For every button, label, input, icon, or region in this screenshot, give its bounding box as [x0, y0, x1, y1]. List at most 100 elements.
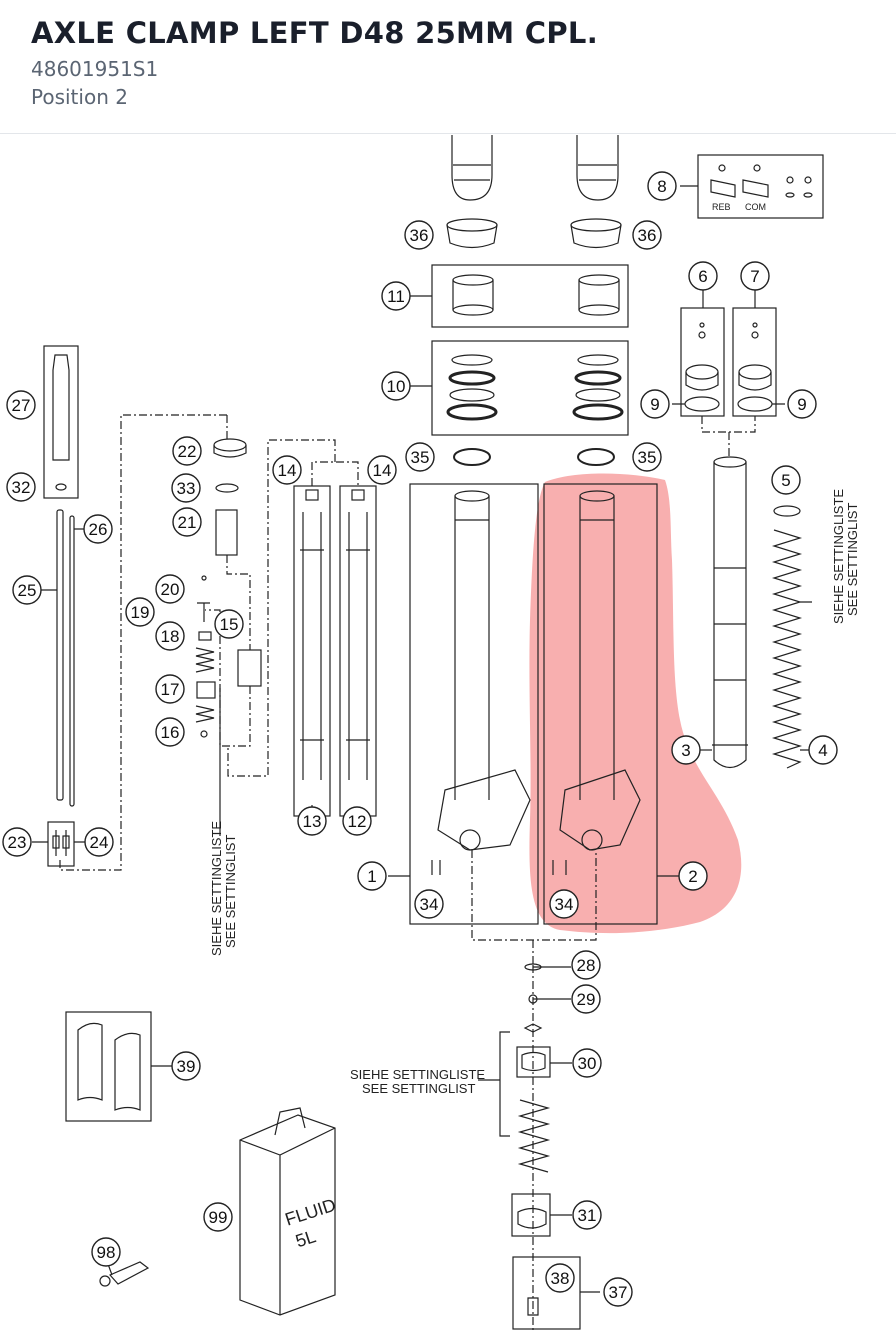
callout-36[interactable]: 36 — [632, 220, 662, 250]
callout-circle[interactable] — [6, 390, 36, 420]
callout-circle[interactable] — [571, 984, 601, 1014]
callout-38[interactable]: 38 — [545, 1263, 575, 1293]
callout-1[interactable]: 1 — [357, 861, 387, 891]
callout-circle[interactable] — [203, 1202, 233, 1232]
callout-32[interactable]: 32 — [6, 472, 36, 502]
callout-37[interactable]: 37 — [603, 1277, 633, 1307]
callout-circle[interactable] — [171, 1051, 201, 1081]
callout-circle[interactable] — [671, 735, 701, 765]
callout-circle[interactable] — [381, 281, 411, 311]
callout-17[interactable]: 17 — [155, 674, 185, 704]
callout-circle[interactable] — [171, 473, 201, 503]
callout-circle[interactable] — [632, 220, 662, 250]
callout-circle[interactable] — [367, 455, 397, 485]
callout-circle[interactable] — [272, 455, 302, 485]
callout-circle[interactable] — [787, 389, 817, 419]
callout-number: 21 — [178, 513, 197, 532]
callout-29[interactable]: 29 — [571, 984, 601, 1014]
callout-36[interactable]: 36 — [404, 220, 434, 250]
callout-13[interactable]: 13 — [297, 806, 327, 836]
callout-23[interactable]: 23 — [2, 827, 32, 857]
callout-39[interactable]: 39 — [171, 1051, 201, 1081]
callout-circle[interactable] — [688, 261, 718, 291]
callout-circle[interactable] — [572, 1048, 602, 1078]
callout-circle[interactable] — [678, 861, 708, 891]
callout-3[interactable]: 3 — [671, 735, 701, 765]
callout-circle[interactable] — [155, 574, 185, 604]
callout-11[interactable]: 11 — [381, 281, 411, 311]
callout-circle[interactable] — [405, 442, 435, 472]
callout-circle[interactable] — [740, 261, 770, 291]
callout-circle[interactable] — [2, 827, 32, 857]
callout-circle[interactable] — [155, 717, 185, 747]
callout-15[interactable]: 15 — [214, 609, 244, 639]
callout-circle[interactable] — [545, 1263, 575, 1293]
fluid-label-1: FLUID — [283, 1195, 339, 1230]
callout-circle[interactable] — [125, 597, 155, 627]
callout-circle[interactable] — [549, 889, 579, 919]
callout-18[interactable]: 18 — [155, 621, 185, 651]
callout-circle[interactable] — [808, 735, 838, 765]
callout-circle[interactable] — [414, 889, 444, 919]
callout-circle[interactable] — [571, 950, 601, 980]
callout-14[interactable]: 14 — [367, 455, 397, 485]
callout-circle[interactable] — [632, 442, 662, 472]
callout-number: 39 — [177, 1057, 196, 1076]
callout-circle[interactable] — [381, 371, 411, 401]
callout-2[interactable]: 2 — [678, 861, 708, 891]
callout-circle[interactable] — [603, 1277, 633, 1307]
callout-7[interactable]: 7 — [740, 261, 770, 291]
callout-4[interactable]: 4 — [808, 735, 838, 765]
callout-circle[interactable] — [172, 507, 202, 537]
callout-circle[interactable] — [342, 806, 372, 836]
part-1-fork-leg-left — [388, 483, 539, 925]
callout-98[interactable]: 98 — [91, 1237, 121, 1267]
callout-circle[interactable] — [771, 465, 801, 495]
callout-circle[interactable] — [640, 389, 670, 419]
lower-valve-stack — [478, 963, 600, 1330]
callout-circle[interactable] — [214, 609, 244, 639]
callout-circle[interactable] — [357, 861, 387, 891]
callout-circle[interactable] — [155, 674, 185, 704]
callout-14[interactable]: 14 — [272, 455, 302, 485]
callout-35[interactable]: 35 — [405, 442, 435, 472]
callout-circle[interactable] — [155, 621, 185, 651]
callout-31[interactable]: 31 — [572, 1200, 602, 1230]
callout-22[interactable]: 22 — [172, 436, 202, 466]
callout-33[interactable]: 33 — [171, 473, 201, 503]
callout-6[interactable]: 6 — [688, 261, 718, 291]
callout-circle[interactable] — [647, 171, 677, 201]
callout-5[interactable]: 5 — [771, 465, 801, 495]
callout-9[interactable]: 9 — [640, 389, 670, 419]
callout-34[interactable]: 34 — [549, 889, 579, 919]
callout-circle[interactable] — [572, 1200, 602, 1230]
callout-27[interactable]: 27 — [6, 390, 36, 420]
callout-26[interactable]: 26 — [83, 514, 113, 544]
callout-30[interactable]: 30 — [572, 1048, 602, 1078]
part-3-cartridge — [700, 456, 748, 769]
callout-34[interactable]: 34 — [414, 889, 444, 919]
callout-28[interactable]: 28 — [571, 950, 601, 980]
callout-circle[interactable] — [84, 827, 114, 857]
callout-circle[interactable] — [12, 575, 42, 605]
callout-10[interactable]: 10 — [381, 371, 411, 401]
callout-20[interactable]: 20 — [155, 574, 185, 604]
callout-99[interactable]: 99 — [203, 1202, 233, 1232]
callout-35[interactable]: 35 — [632, 442, 662, 472]
callout-circle[interactable] — [91, 1237, 121, 1267]
callout-12[interactable]: 12 — [342, 806, 372, 836]
callout-19[interactable]: 19 — [125, 597, 155, 627]
callout-16[interactable]: 16 — [155, 717, 185, 747]
callout-9[interactable]: 9 — [787, 389, 817, 419]
callout-number: 27 — [12, 396, 31, 415]
callout-number: 25 — [18, 581, 37, 600]
callout-21[interactable]: 21 — [172, 507, 202, 537]
callout-circle[interactable] — [404, 220, 434, 250]
callout-circle[interactable] — [83, 514, 113, 544]
callout-circle[interactable] — [6, 472, 36, 502]
callout-circle[interactable] — [297, 806, 327, 836]
callout-24[interactable]: 24 — [84, 827, 114, 857]
callout-25[interactable]: 25 — [12, 575, 42, 605]
callout-8[interactable]: 8 — [647, 171, 677, 201]
callout-circle[interactable] — [172, 436, 202, 466]
